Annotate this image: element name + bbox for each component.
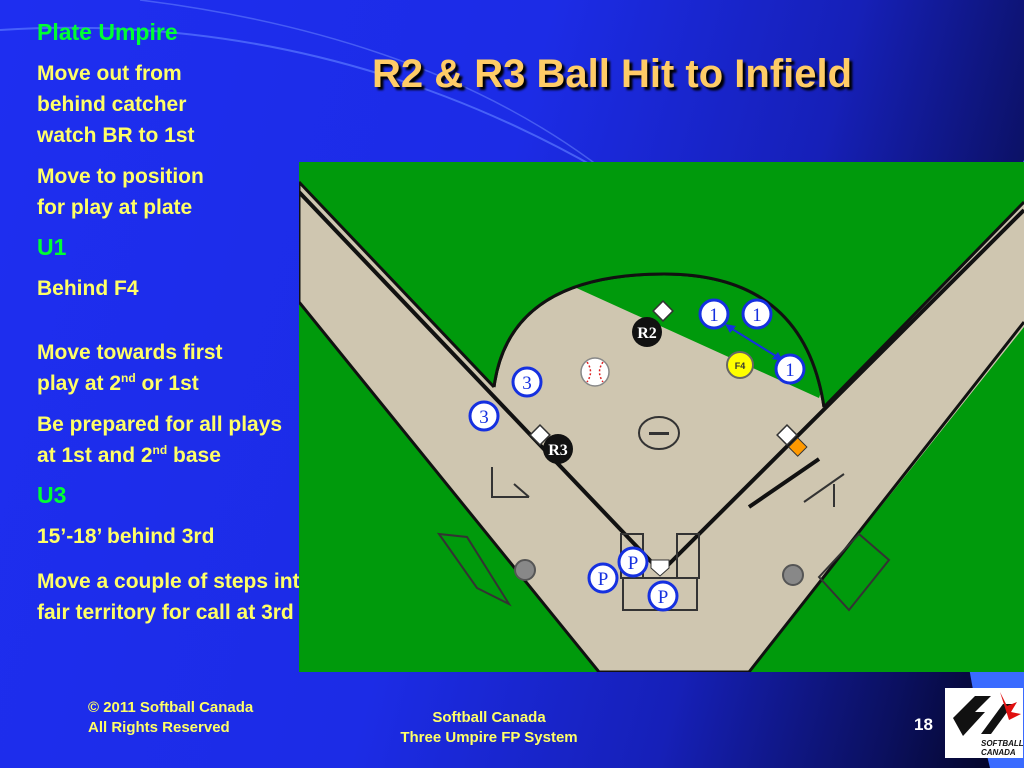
umpire-1-marker: 1 (741, 298, 773, 330)
svg-text:F4: F4 (735, 361, 746, 371)
svg-text:SOFTBALL CANADA: SOFTBALL CANADA (981, 739, 1023, 757)
u1-movement-arrow (728, 326, 780, 359)
svg-text:3: 3 (479, 407, 489, 428)
outer-boundary (299, 182, 1024, 672)
foul-line-third (299, 190, 663, 574)
grass-edge-right (822, 200, 1024, 409)
logo-wordmark: SOFTBALL (981, 739, 1023, 748)
baseball-icon (580, 357, 610, 387)
plate-umpire-marker: P (617, 546, 649, 578)
runner-r3-marker: R3 (543, 434, 573, 464)
svg-text:P: P (628, 553, 639, 574)
dugout-left (436, 532, 512, 607)
note-heading: Plate Umpire (37, 19, 178, 45)
note-text: Behind F4 (37, 277, 139, 300)
umpire-1-marker: 1 (774, 353, 806, 385)
runner-r2-marker: R2 (632, 317, 662, 347)
svg-text:1: 1 (752, 305, 762, 326)
dugout-right (817, 532, 891, 612)
softball-canada-logo: SOFTBALL CANADA (945, 688, 1023, 758)
slide-title: R2 & R3 Ball Hit to Infield (372, 52, 853, 96)
note-text: 15’-18’ behind 3rd (37, 525, 215, 548)
field-diagram: 1 1 1 3 3 P P P R2 R3 F4 (299, 162, 1024, 672)
note-heading: U1 (37, 234, 67, 260)
home-plate (650, 559, 670, 577)
umpire-3-marker: 3 (511, 366, 543, 398)
svg-text:R2: R2 (637, 325, 657, 342)
plate-umpire-marker: P (647, 580, 679, 612)
umpire-3-marker: 3 (468, 400, 500, 432)
grass-edge-left (299, 180, 496, 389)
first-base-safety (787, 437, 808, 457)
note-heading: U3 (37, 482, 67, 508)
plate-umpire-marker: P (587, 562, 619, 594)
grass-fill-left (299, 162, 1024, 407)
svg-text:1: 1 (709, 305, 719, 326)
foul-line-first (659, 208, 1024, 574)
svg-text:P: P (598, 569, 609, 590)
third-base (529, 424, 551, 446)
fielder-f4-marker: F4 (726, 351, 754, 379)
svg-text:1: 1 (785, 360, 795, 381)
svg-text:R3: R3 (548, 442, 568, 459)
second-base (652, 300, 674, 322)
svg-text:3: 3 (522, 373, 532, 394)
svg-text:P: P (658, 587, 669, 608)
page-number: 18 (914, 715, 933, 734)
first-base (776, 424, 798, 446)
umpire-1-marker: 1 (698, 298, 730, 330)
